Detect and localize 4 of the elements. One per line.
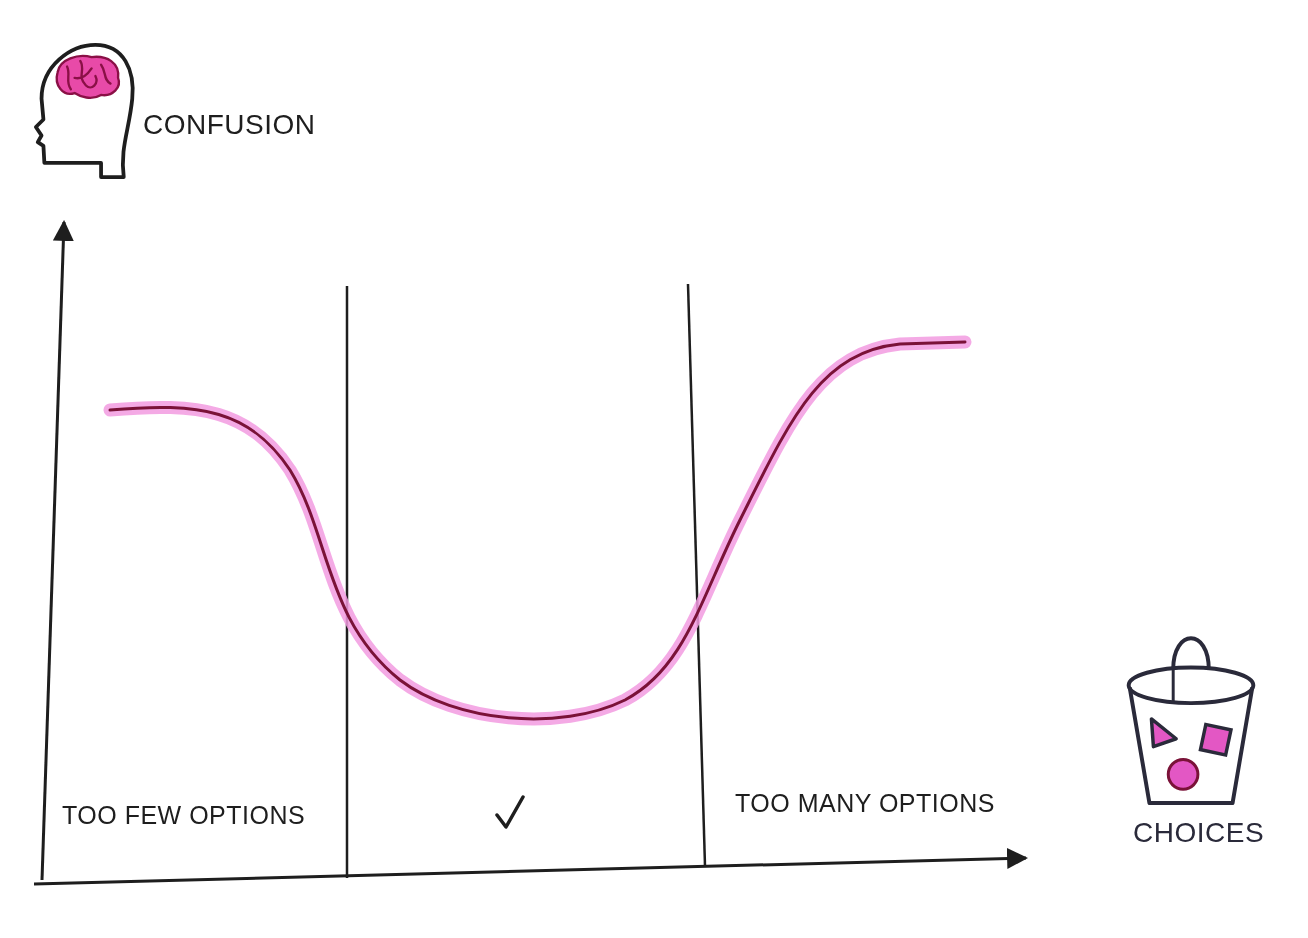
axis-label: CONFUSION (143, 110, 316, 141)
region-label: TOO MANY OPTIONS (735, 790, 995, 818)
region-label: TOO FEW OPTIONS (62, 802, 306, 830)
axis-label: CHOICES (1133, 818, 1265, 849)
